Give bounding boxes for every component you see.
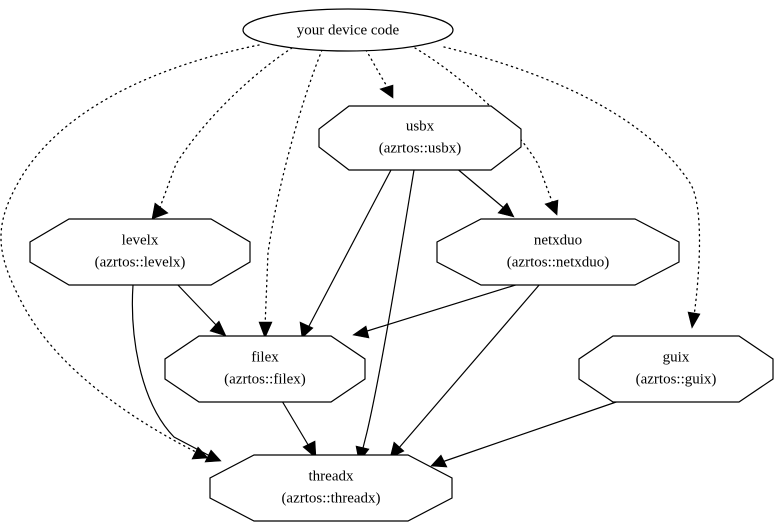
node-levelx[interactable]: levelx (azrtos::levelx) [29, 218, 251, 286]
node-label-netxduo-line2: (azrtos::netxduo) [507, 254, 609, 270]
node-shape-octagon [29, 218, 251, 286]
edge-netxduo-to-filex [352, 282, 523, 339]
edge-levelx-to-filex [175, 282, 227, 337]
node-shape-ellipse [242, 8, 454, 52]
edge-usbx-to-threadx [355, 169, 415, 463]
node-label-threadx-line2: (azrtos::threadx) [281, 490, 380, 506]
node-your-device-code[interactable]: your device code [242, 8, 454, 52]
node-shape-octagon [436, 218, 680, 286]
node-usbx[interactable]: usbx (azrtos::usbx) [318, 105, 522, 171]
node-label-device-line1: your device code [297, 22, 400, 38]
node-label-usbx-line2: (azrtos::usbx) [379, 140, 461, 156]
edge-device-to-guix [443, 46, 701, 329]
node-netxduo[interactable]: netxduo (azrtos::netxduo) [436, 218, 680, 286]
edge-device-to-filex [258, 49, 323, 339]
node-shape-octagon [318, 105, 522, 171]
node-label-levelx-line2: (azrtos::levelx) [95, 254, 186, 270]
node-shape-octagon [209, 454, 453, 522]
edge-levelx-to-threadx [131, 284, 222, 463]
edge-guix-to-threadx [430, 399, 623, 468]
node-shape-octagon [578, 335, 774, 403]
node-label-threadx-line1: threadx [309, 468, 354, 484]
node-label-usbx-line1: usbx [406, 118, 435, 134]
edge-usbx-to-netxduo [454, 166, 515, 218]
edge-netxduo-to-threadx [389, 283, 541, 459]
edge-device-to-netxduo [414, 47, 559, 216]
node-label-filex-line2: (azrtos::filex) [224, 371, 306, 387]
node-filex[interactable]: filex (azrtos::filex) [164, 335, 366, 403]
node-guix[interactable]: guix (azrtos::guix) [578, 335, 774, 403]
node-shape-octagon [164, 335, 366, 403]
node-layer: your device code usbx (azrtos::usbx) lev… [29, 8, 774, 522]
edge-device-to-usbx [365, 49, 394, 99]
edge-device-to-levelx [151, 47, 293, 220]
node-label-guix-line2: (azrtos::guix) [636, 371, 717, 387]
node-label-levelx-line1: levelx [122, 232, 159, 248]
node-threadx[interactable]: threadx (azrtos::threadx) [209, 454, 453, 522]
edge-layer [0, 44, 701, 468]
edge-usbx-to-filex [299, 169, 392, 339]
node-label-filex-line1: filex [251, 349, 279, 365]
edge-filex-to-threadx [281, 400, 317, 459]
node-label-netxduo-line1: netxduo [534, 232, 582, 248]
node-label-guix-line1: guix [663, 349, 690, 365]
